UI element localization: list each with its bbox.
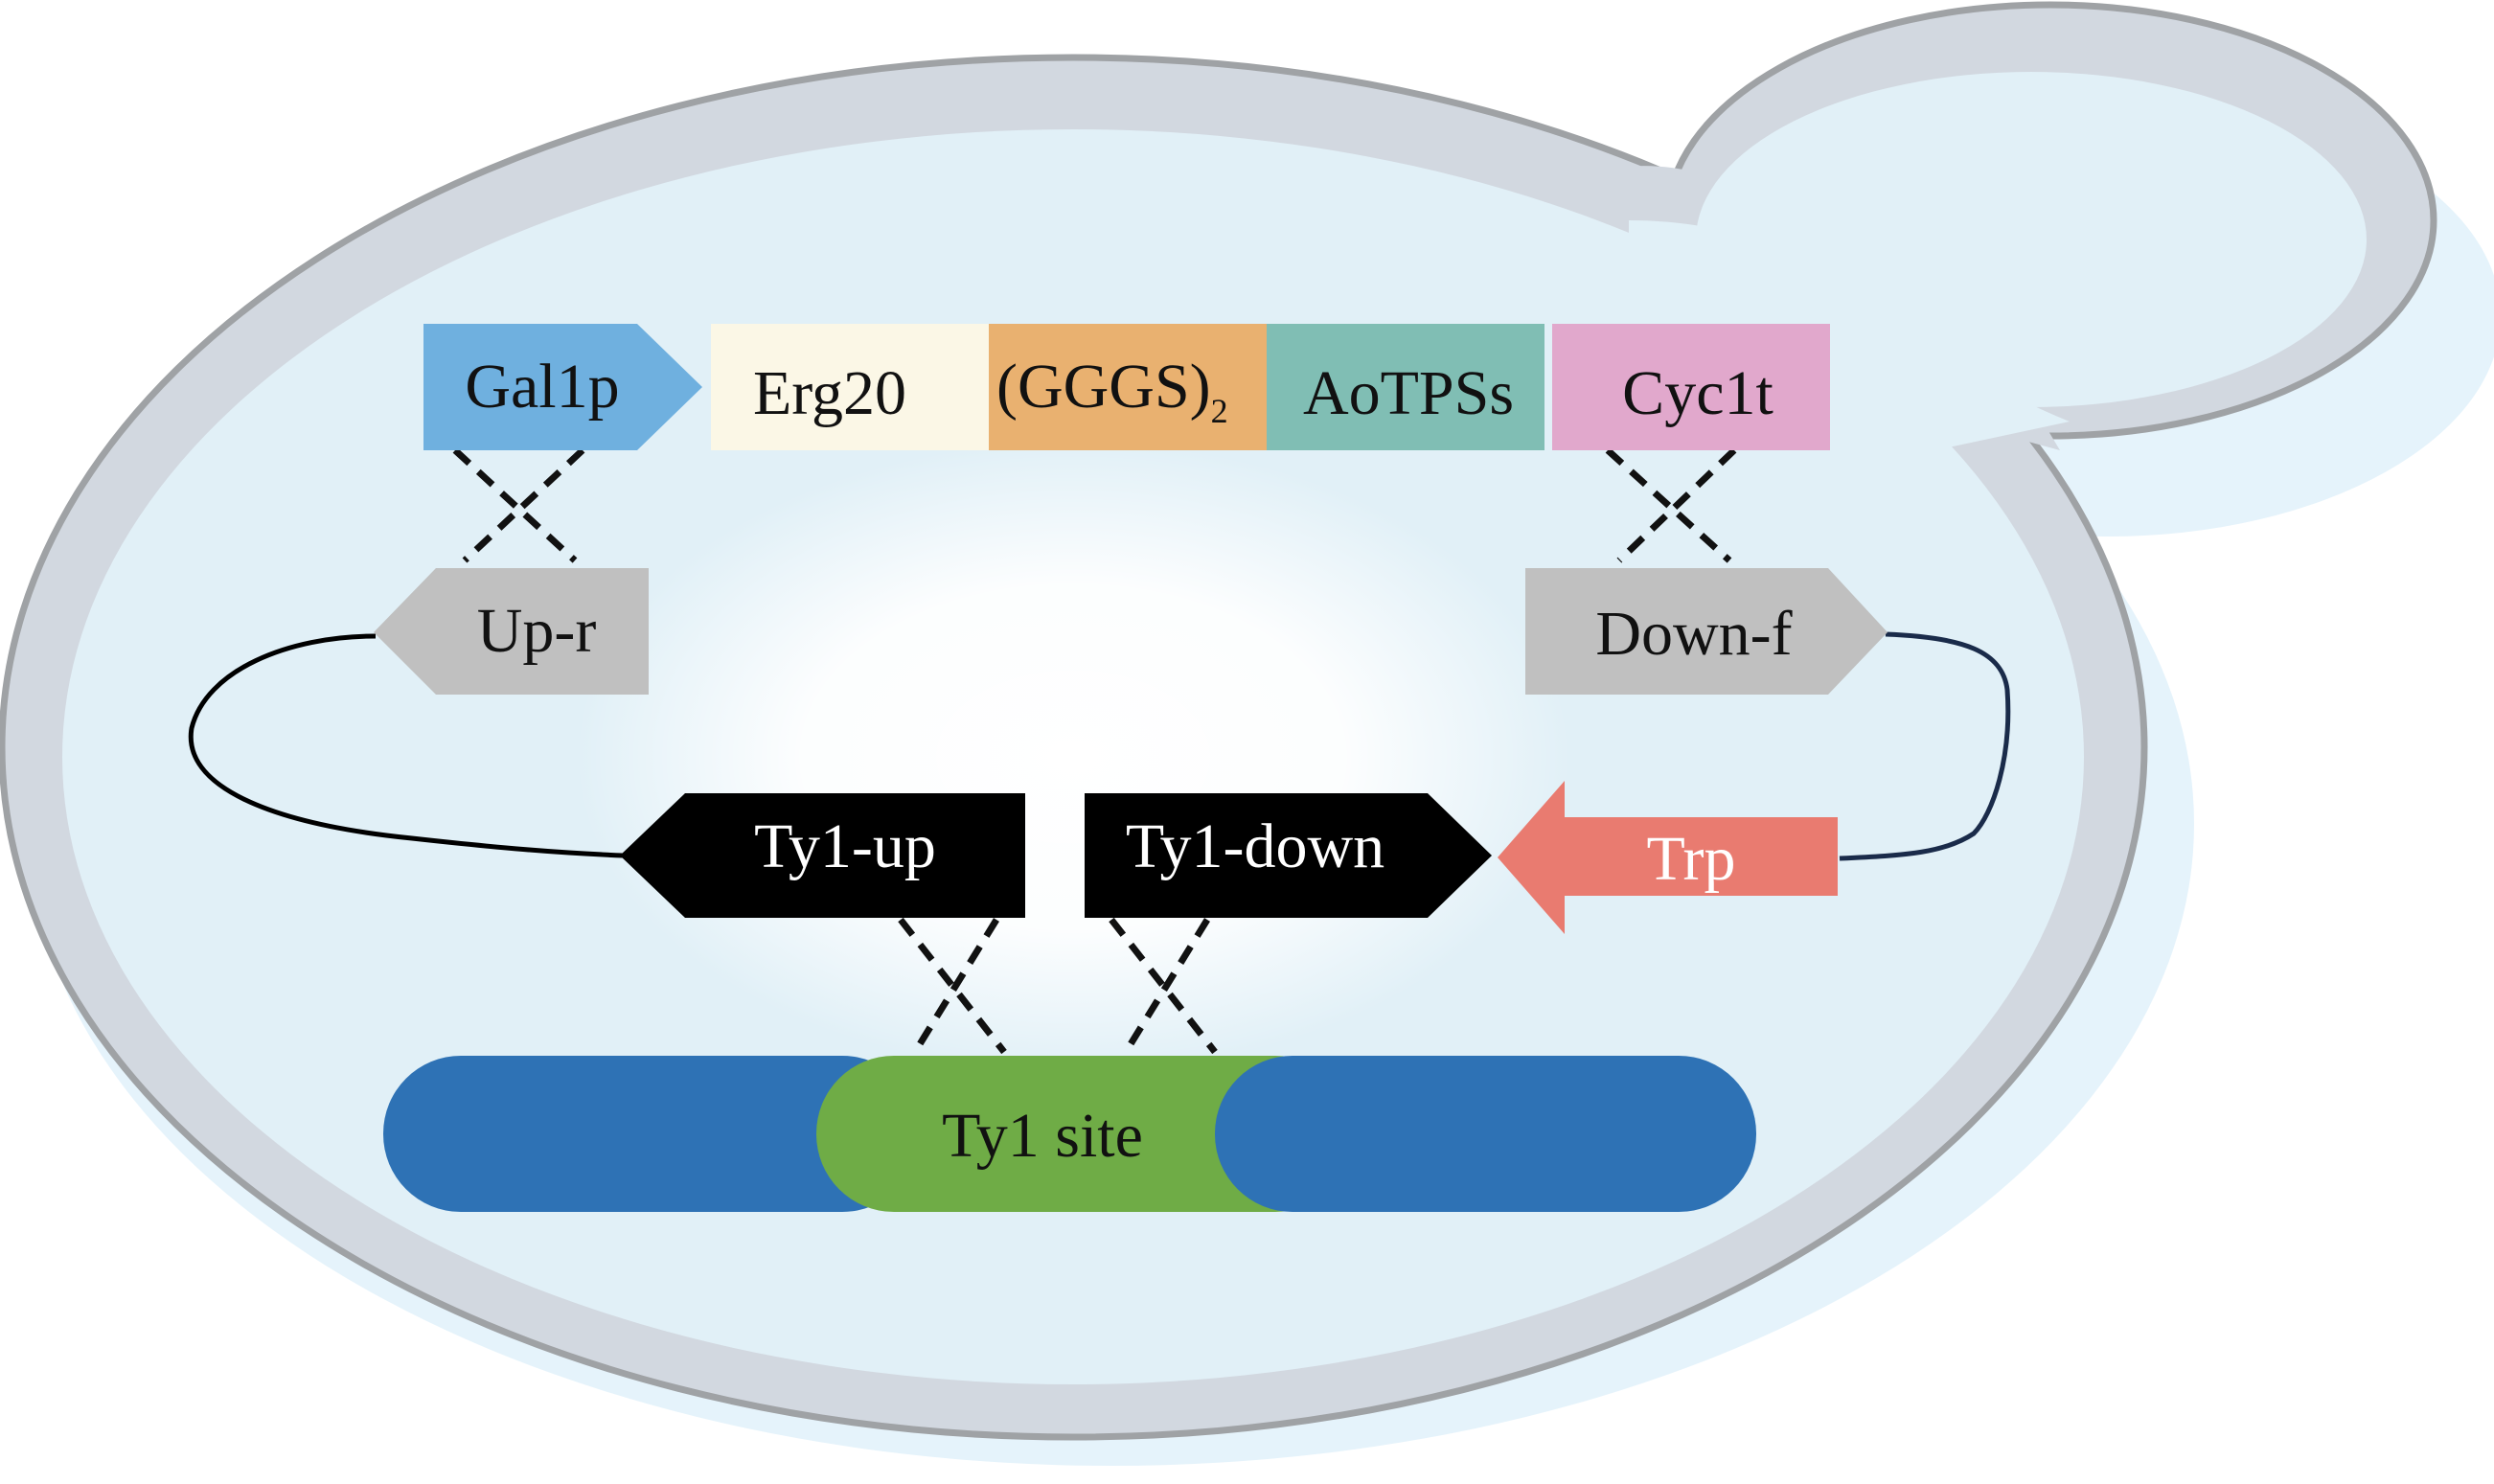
crossover-ty1-down [1109, 917, 1218, 1055]
down-f-label: Down-f [1595, 599, 1792, 669]
erg20-label: Erg20 [753, 358, 906, 428]
bud-channel [1629, 220, 2070, 450]
ty1-down-arm: Ty1-down [1085, 793, 1492, 918]
cyc1t-label: Cyc1t [1622, 358, 1773, 428]
expression-cassette: Gal1p Erg20 (GGGS)2 AoTPSs Cyc1t [423, 324, 1830, 450]
chromosome-right-segment [1215, 1056, 1756, 1212]
ty1-up-label: Ty1-up [754, 811, 936, 881]
gggs-linker: (GGGS)2 [989, 324, 1267, 450]
central-glow [575, 441, 1571, 1073]
gggs-label: (GGGS)2 [996, 352, 1228, 430]
gggs-linker-text: (GGGS) [996, 352, 1211, 422]
ty1-site-label: Ty1 site [942, 1101, 1143, 1171]
left-connector-line [188, 633, 624, 858]
crossover-ty1-up [898, 917, 1007, 1055]
trp-label: Trp [1647, 824, 1736, 894]
down-f-arm: Down-f [1525, 568, 1888, 695]
trp-marker: Trp [1498, 781, 1838, 934]
cyc1t-terminator: Cyc1t [1552, 324, 1830, 450]
aotpss-enzyme: AoTPSs [1267, 324, 1544, 450]
gal1p-promoter: Gal1p [423, 324, 702, 450]
ty1-down-label: Ty1-down [1126, 811, 1384, 881]
chromosome-left-segment [383, 1056, 920, 1212]
right-connector-line [1839, 631, 2011, 861]
chromosome: Ty1 site [383, 1056, 1756, 1212]
ty1-up-arm: Ty1-up [620, 793, 1025, 918]
erg20-gene: Erg20 [711, 324, 989, 450]
crossover-downstream [1605, 447, 1737, 563]
gggs-subscript: 2 [1211, 392, 1228, 430]
gal1p-label: Gal1p [465, 352, 619, 422]
aotpss-label: AoTPSs [1303, 358, 1514, 428]
crossover-upstream [452, 447, 585, 563]
up-r-label: Up-r [477, 596, 597, 666]
ty1-site-segment [816, 1056, 1353, 1212]
up-r-arm: Up-r [374, 568, 649, 695]
